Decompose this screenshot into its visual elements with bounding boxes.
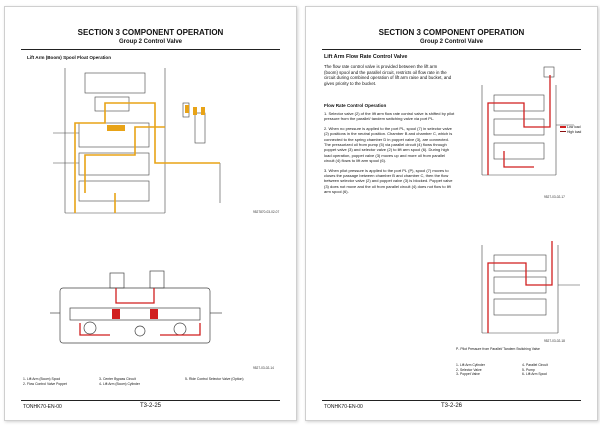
figure-ref: 9527-03-02-18	[544, 339, 565, 343]
flow-legend: Low load High load	[560, 125, 581, 134]
figure-ref: 9527-03-02-14	[253, 366, 274, 370]
group-title: Group 2 Control Valve	[118, 39, 182, 45]
legend-col-1: 1- Lift Arm (Boom) Spool 2- Flow Control…	[23, 377, 67, 386]
boom-float-schematic	[53, 68, 221, 214]
legend-col-2: 3- Center Bypass Circuit 4- Lift Arm (Bo…	[99, 377, 140, 386]
right-page: SECTION 3 COMPONENT OPERATION Group 2 Co…	[305, 6, 598, 421]
footer-page-number: T3-2-26	[440, 403, 462, 409]
legend-low-load: Low load	[560, 125, 581, 130]
footer-model: TONHK70-EN-00	[324, 404, 363, 410]
legend-col-2: 4- Parallel Circuit 5- Pump 6- Lift Arm …	[522, 363, 548, 377]
header-divider	[322, 49, 581, 50]
footer-page-number: T3-2-25	[139, 403, 161, 409]
step-item: 2. When no pressure is applied to the po…	[324, 125, 453, 164]
legend-col-1: 1- Lift Arm Cylinder 2- Selector Valve 3…	[456, 363, 485, 377]
group-title: Group 2 Control Valve	[419, 39, 483, 45]
step-item: 3. When pilot pressure is applied to the…	[324, 167, 453, 195]
figure-ref: 9527-03-02-17	[544, 195, 565, 199]
pilot-pressure-note: P- Pilot Pressure from Parallel/ Tandem …	[456, 347, 540, 351]
spool-cross-section	[50, 270, 222, 344]
flow-control-schematic-1	[481, 66, 574, 176]
legend-high-load: High load	[560, 130, 581, 135]
legend-col-3: 5- Ride Control Selector Valve (Option)	[185, 377, 244, 381]
flow-control-schematic-2	[481, 241, 580, 334]
footer-divider	[21, 400, 280, 401]
section-heading: Lift Arm Flow Rate Control Valve	[324, 54, 408, 60]
section-title: SECTION 3 COMPONENT OPERATION	[378, 28, 525, 37]
left-page: SECTION 3 COMPONENT OPERATION Group 2 Co…	[4, 6, 297, 421]
subheading: Flow Rate Control Operation	[324, 103, 387, 108]
section-title: SECTION 3 COMPONENT OPERATION	[77, 28, 224, 37]
footer-model: TONHK70-EN-00	[23, 404, 62, 410]
figure-title: Lift Arm (Boom) Spool Float Operation	[27, 55, 112, 60]
step-list: 1. Selector valve (2) of the lift arm fl…	[324, 111, 456, 199]
header-divider	[21, 49, 280, 50]
footer-divider	[322, 400, 581, 401]
figure-ref: 9527870-03-02-07	[253, 210, 280, 214]
step-item: 1. Selector valve (2) of the lift arm fl…	[324, 111, 455, 122]
intro-paragraph: The flow rate control valve is provided …	[324, 64, 452, 86]
